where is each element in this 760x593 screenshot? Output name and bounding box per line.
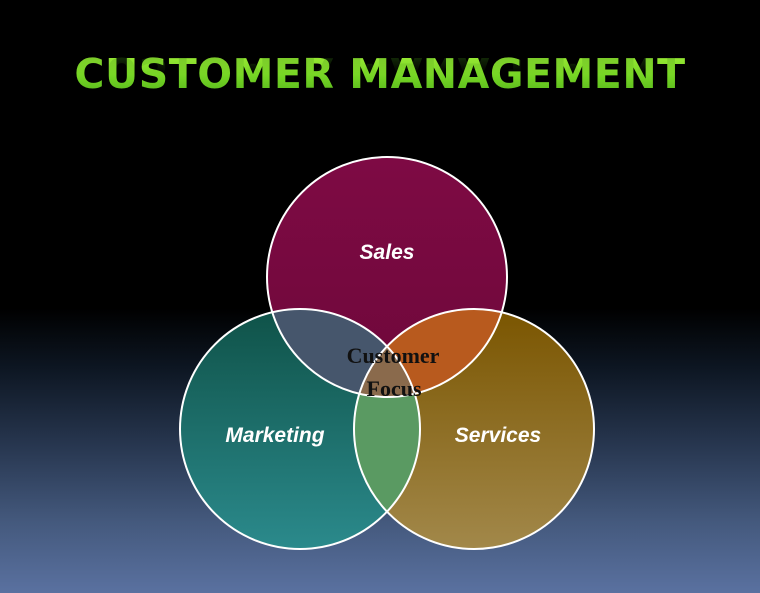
sales-label: Sales [360, 241, 415, 264]
sales-circle-outline [266, 156, 508, 398]
marketing-circle-outline [179, 308, 421, 550]
center-label-line2: Focus [367, 376, 422, 401]
sales-services-overlap [354, 309, 507, 397]
marketing-label: Marketing [225, 424, 324, 447]
services-circle-outline [353, 308, 595, 550]
services-label: Services [455, 424, 541, 447]
slide-title: Customer Management [0, 48, 760, 100]
title-area: Customer Management Customer Management [0, 48, 760, 158]
center-label-line1: Customer [347, 343, 440, 368]
sales-marketing-overlap [267, 309, 420, 397]
